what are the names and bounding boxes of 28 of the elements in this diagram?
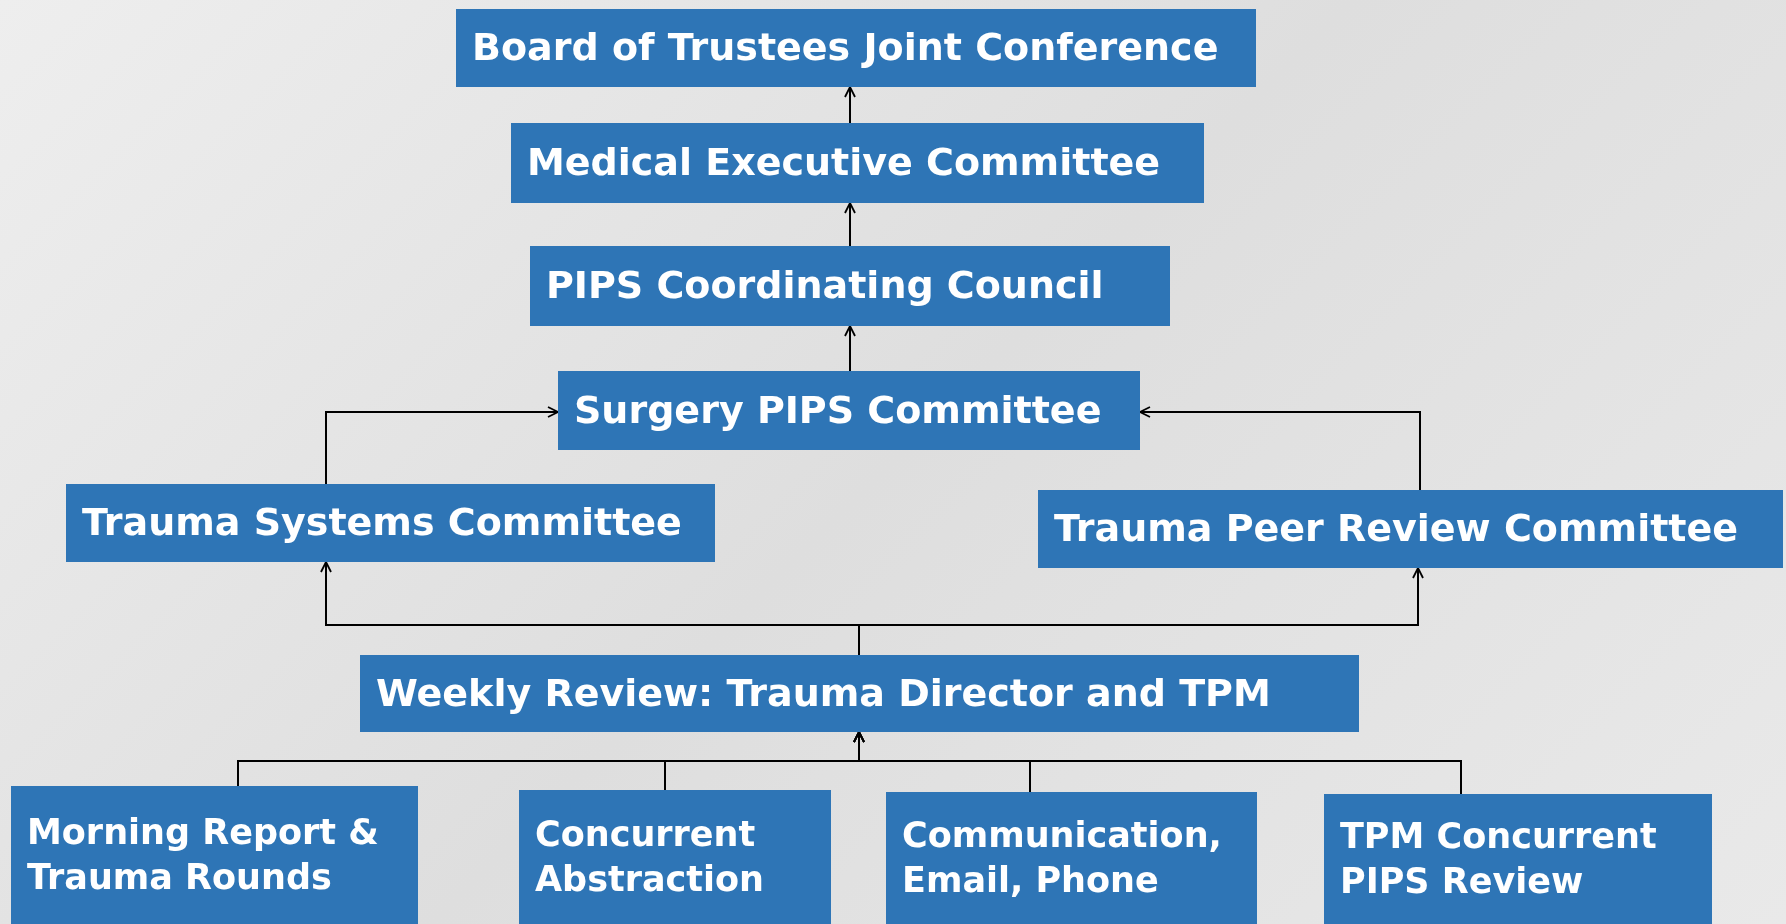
- arrow: [844, 202, 856, 247]
- committee-box: [1324, 794, 1712, 924]
- committee-name: Concurrent Abstraction: [535, 812, 766, 901]
- arrow: [1139, 406, 1421, 491]
- committee-name: Trauma Peer Review Committee: [1054, 505, 1739, 553]
- committee-box: [456, 9, 1256, 87]
- arrow: [844, 325, 856, 372]
- arrow: [325, 406, 559, 485]
- committee-box: [511, 123, 1204, 203]
- committee-box: [11, 786, 418, 924]
- committee-name: Trauma Systems Committee: [82, 499, 682, 547]
- arrow: [853, 731, 1462, 795]
- committee-name: PIPS Coordinating Council: [546, 262, 1104, 310]
- committee-box: [558, 371, 1140, 450]
- committee-box: [886, 792, 1257, 924]
- committee-name: Surgery PIPS Committee: [574, 386, 1102, 434]
- committee-box: [519, 790, 831, 924]
- committee-name: Morning Report & Trauma Rounds: [27, 810, 380, 899]
- committee-box: [360, 655, 1359, 732]
- arrow: [844, 86, 856, 124]
- committee-box: [1038, 490, 1783, 568]
- committee-name: Board of Trustees Joint Conference: [472, 24, 1219, 72]
- committee-name: Communication, Email, Phone: [902, 813, 1223, 902]
- committee-box: [66, 484, 715, 562]
- committee-name: TPM Concurrent PIPS Review: [1340, 814, 1658, 903]
- committee-box: [530, 246, 1170, 326]
- committee-name: Medical Executive Committee: [527, 139, 1161, 187]
- committee-name: Weekly Review: Trauma Director and TPM: [376, 669, 1271, 717]
